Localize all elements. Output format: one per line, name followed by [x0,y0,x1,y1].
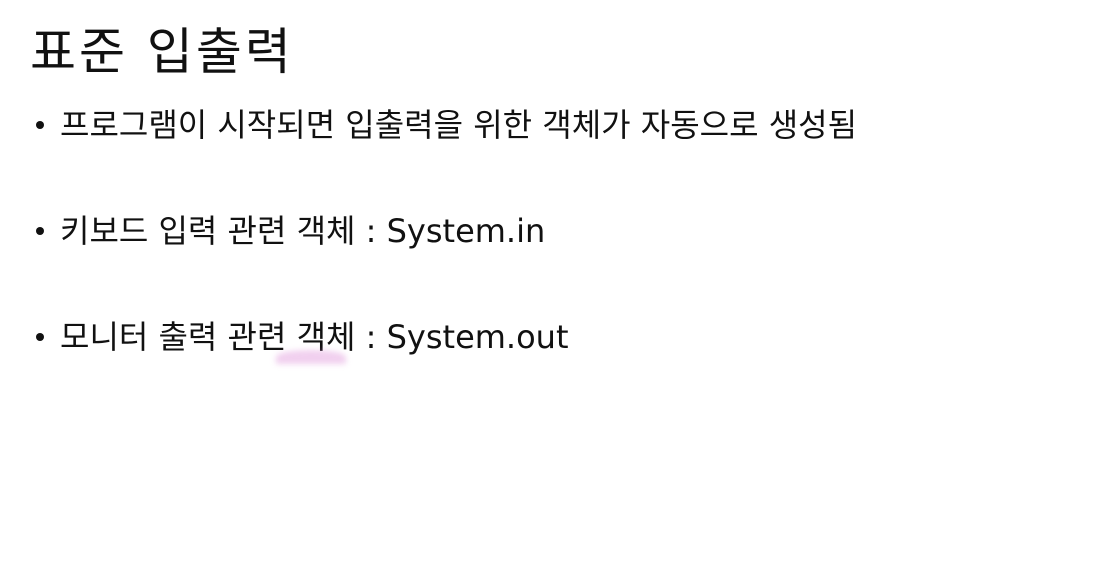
slide-title: 표준 입출력 [30,23,294,81]
bullet-list: 프로그램이 시작되면 입출력을 위한 객체가 자동으로 생성됨 키보드 입력 관… [36,100,857,418]
bullet-dot-icon [36,121,44,129]
bullet-text: 프로그램이 시작되면 입출력을 위한 객체가 자동으로 생성됨 [60,106,858,144]
bullet-item: 모니터 출력 관련 객체 : System.out [36,312,857,362]
bullet-item: 프로그램이 시작되면 입출력을 위한 객체가 자동으로 생성됨 [36,100,857,150]
bullet-dot-icon [36,227,44,235]
bullet-item: 키보드 입력 관련 객체 : System.in [36,206,857,256]
pen-highlight-mark [276,350,346,364]
bullet-dot-icon [36,333,44,341]
bullet-text: 키보드 입력 관련 객체 : System.in [60,212,546,250]
bullet-text: 모니터 출력 관련 객체 : System.out [60,318,569,356]
